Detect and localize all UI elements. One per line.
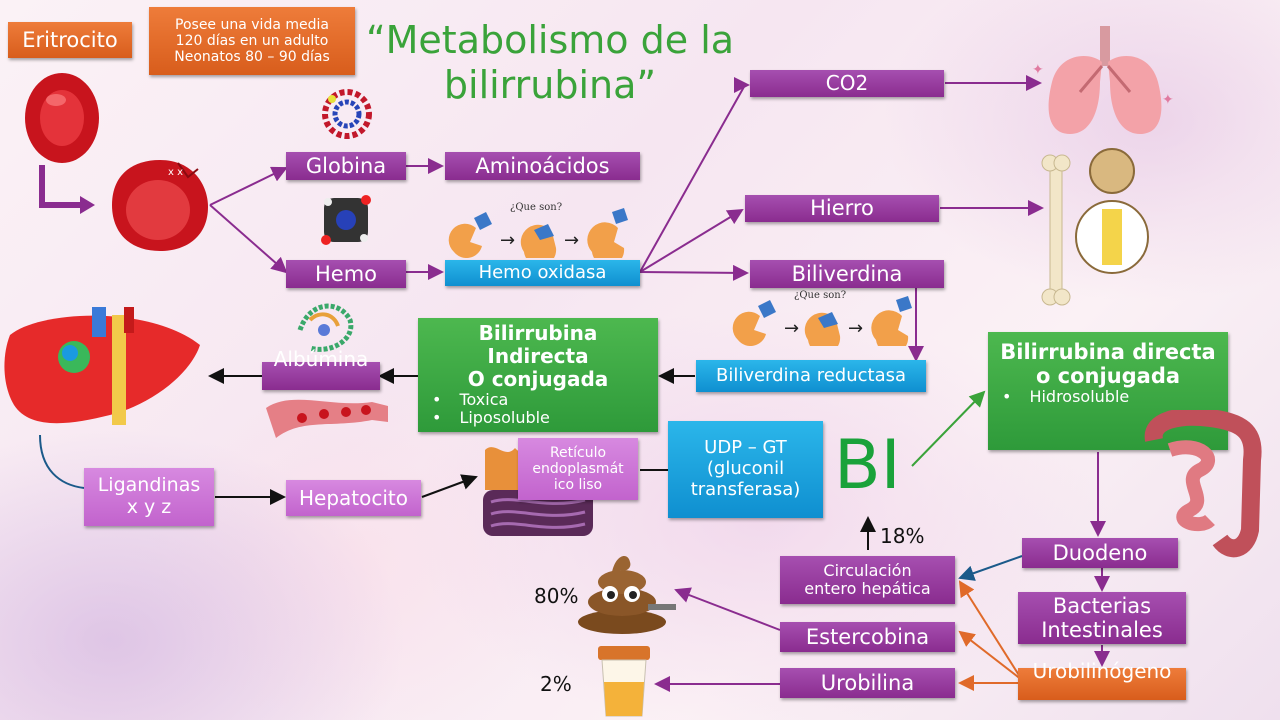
hierro-box: Hierro [745,195,939,222]
enzyme-diagram-1: ¿Que son? → → [448,202,638,258]
percent-feces: 80% [534,584,579,608]
globin-protein-icon [322,89,372,139]
albumina-box: Albúmina [262,347,380,390]
udp-gt-box: UDP – GT (gluconil transferasa) [668,421,823,518]
albumina-label: Albúmina [273,347,369,371]
svg-text:→: → [848,318,863,339]
albumin-protein-icon [297,303,354,352]
liver-icon [4,307,200,425]
biliverdina-reductasa-box: Biliverdina reductasa [696,360,926,392]
percent-urine: 2% [540,672,572,696]
svg-text:✦: ✦ [1032,62,1044,78]
lifespan-note: Posee una vida media 120 días en un adul… [149,7,355,75]
intestine-icon [1144,410,1262,558]
svg-text:→: → [784,318,799,339]
eritrocito-label: Eritrocito [8,22,132,58]
circulacion-box: Circulación entero hepática [780,556,955,604]
enzyme-substrate-icon-2: → → [732,296,912,346]
svg-text:→: → [564,230,579,251]
estercobina-box: Estercobina [780,622,955,652]
blood-vessel-icon [266,399,388,438]
damaged-red-cell-icon: x x [112,160,208,251]
hepatocito-box: Hepatocito [286,480,421,516]
ligandinas-box: Ligandinas x y z [84,468,214,526]
enzyme-caption: ¿Que son? [510,202,563,213]
urine-cup-icon [598,646,650,717]
hemo-box: Hemo [286,260,406,288]
urobilinogeno-box: Urobilinógeno [1018,659,1186,700]
reticulo-box: Retículo endoplasmát ico liso [518,438,638,500]
bi-label: BI [834,426,901,505]
enzyme-caption-2: ¿Que son? [794,290,847,301]
urobilina-box: Urobilina [780,668,955,698]
page-title: “Metabolismo de la bilirrubina” [365,18,735,107]
enzyme-substrate-icon: → → [448,208,628,258]
heme-molecule-icon [321,195,371,245]
globina-box: Globina [286,152,406,180]
co2-box: CO2 [750,70,944,97]
hemo-oxidasa-box: Hemo oxidasa [445,260,640,286]
bilirrubina-directa-box: Bilirrubina directa o conjugada •Hidroso… [988,332,1228,450]
biliverdina-box: Biliverdina [750,260,944,288]
bacterias-box: Bacterias Intestinales [1018,592,1186,644]
enzyme-diagram-2: ¿Que son? → → [732,290,922,346]
poop-icon [578,556,676,634]
duodeno-box: Duodeno [1022,538,1178,568]
svg-text:✦: ✦ [1162,92,1174,108]
svg-text:→: → [500,230,515,251]
bilirrubina-indirecta-box: Bilirrubina Indirecta O conjugada •Toxic… [418,318,658,432]
percent-enterohepatic: 18% [880,524,925,548]
bone-marrow-icon [1041,148,1149,306]
svg-text:x x: x x [168,167,183,178]
urobilinogeno-label: Urobilinógeno [1032,659,1172,683]
red-blood-cell-icon [25,73,99,163]
aminoacidos-box: Aminoácidos [445,152,640,180]
lungs-icon: ✦ ✦ [1032,26,1174,134]
